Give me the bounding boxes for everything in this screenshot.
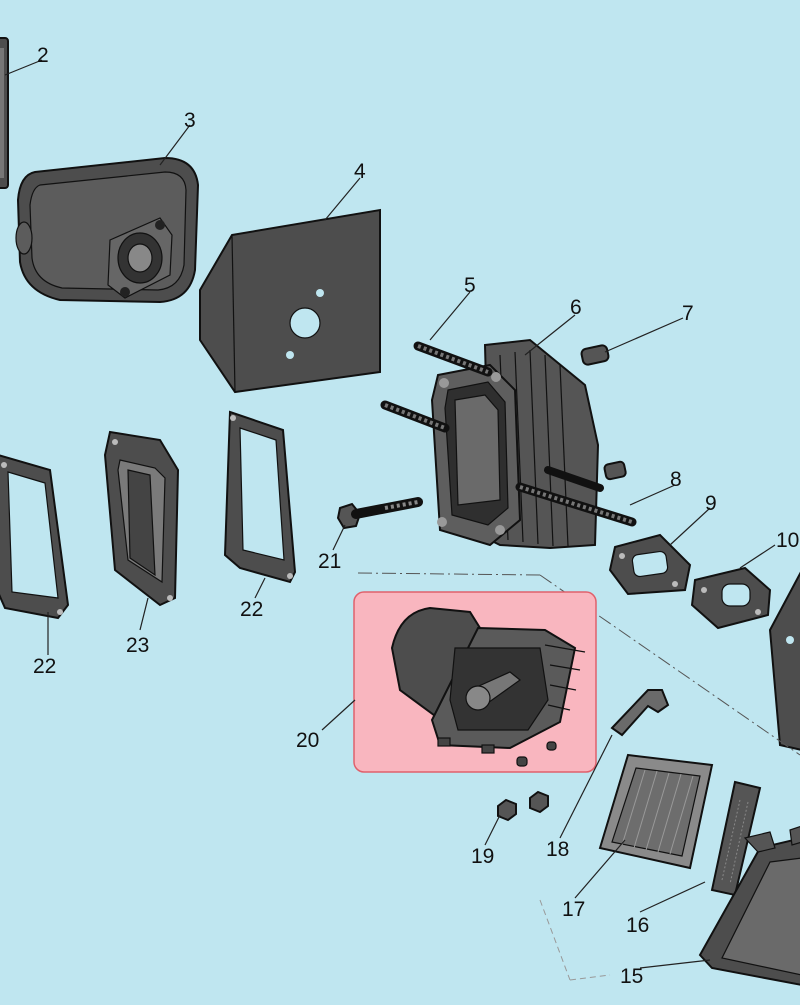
part-22-gasket-left[interactable]	[0, 454, 70, 620]
part-3-muffler[interactable]	[15, 156, 200, 304]
label-part-7: 7	[682, 302, 694, 325]
part-2[interactable]	[0, 37, 9, 189]
label-part-9: 9	[705, 492, 717, 515]
label-part-4: 4	[354, 160, 366, 183]
part-7-dowel[interactable]	[580, 344, 627, 481]
label-part-19: 19	[471, 845, 494, 868]
label-part-3: 3	[184, 109, 196, 132]
leader-lines	[4, 59, 776, 969]
part-18-bracket[interactable]	[610, 689, 670, 737]
label-part-15: 15	[620, 965, 643, 988]
label-part-2: 2	[37, 44, 49, 67]
part-21-bolt[interactable]	[336, 497, 423, 530]
part-9-gasket[interactable]	[608, 533, 692, 596]
label-part-21: 21	[318, 550, 341, 573]
label-part-20: 20	[296, 729, 319, 752]
label-part-6: 6	[570, 296, 582, 319]
label-part-22-right: 22	[240, 598, 263, 621]
label-part-22-left: 22	[33, 655, 56, 678]
label-part-17: 17	[562, 898, 585, 921]
part-4-heat-shield[interactable]	[199, 208, 381, 394]
label-part-5: 5	[464, 274, 476, 297]
part-19-nuts[interactable]	[497, 790, 549, 822]
part-20-air-filter-base[interactable]	[390, 606, 586, 767]
part-6-cylinder-head[interactable]	[430, 338, 600, 550]
part-5-studs[interactable]	[380, 341, 493, 433]
part-23-spacer[interactable]	[103, 430, 180, 607]
label-part-18: 18	[546, 838, 569, 861]
part-8-studs[interactable]	[515, 466, 637, 527]
part-15-cover[interactable]	[698, 826, 800, 986]
label-part-10: 10	[776, 529, 799, 552]
label-part-8: 8	[670, 468, 682, 491]
label-part-16: 16	[626, 914, 649, 937]
part-22-gasket-middle[interactable]	[223, 410, 297, 584]
label-part-23: 23	[126, 634, 149, 657]
part-10-gasket[interactable]	[690, 566, 772, 630]
part-17-filter[interactable]	[598, 753, 714, 870]
part-edge-plate	[768, 571, 800, 751]
part-labels: 2 3 4 5 6 7 8 9 10 21 22 23 22 20 18 19 …	[33, 44, 799, 988]
